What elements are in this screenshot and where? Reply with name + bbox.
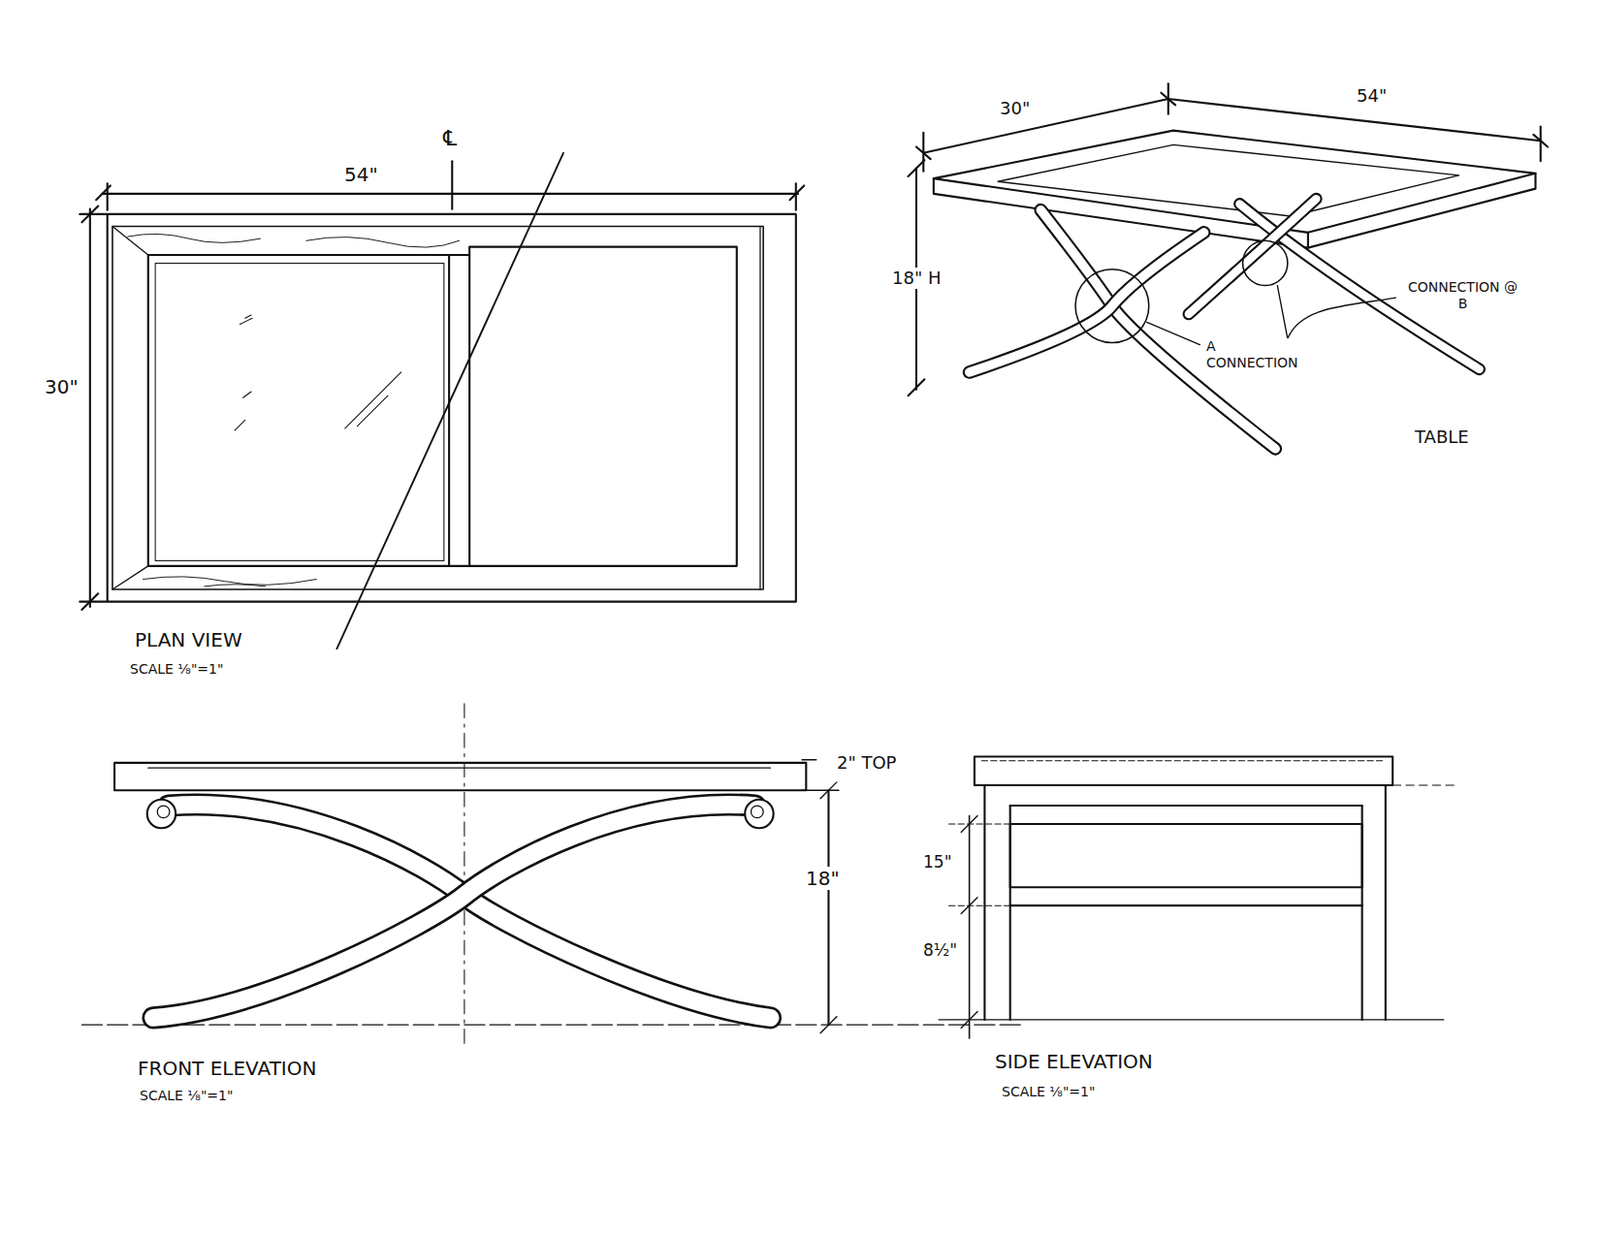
centerline-symbol: ℄ xyxy=(441,126,459,152)
callout-label: CONNECTION @ B xyxy=(1400,279,1526,313)
scale-note: SCALE ⅛"=1" xyxy=(128,661,225,678)
scale-note: SCALE ⅛"=1" xyxy=(999,1084,1097,1101)
callout-label: A CONNECTION xyxy=(1204,338,1301,372)
dimension-label: 30" xyxy=(997,97,1032,120)
scale-note: SCALE ⅛"=1" xyxy=(137,1088,235,1105)
plan-view xyxy=(79,153,804,649)
dimension-label: 54" xyxy=(342,162,381,187)
table-perspective xyxy=(908,83,1549,449)
dimension-label: 18" H xyxy=(890,267,943,289)
view-title: PLAN VIEW xyxy=(132,628,245,652)
view-title: SIDE ELEVATION xyxy=(992,1050,1155,1074)
dimension-label: 2" TOP xyxy=(834,752,898,774)
dimension-label: 15" xyxy=(921,852,954,872)
view-title: TABLE xyxy=(1412,426,1472,448)
side-elevation xyxy=(938,757,1454,1039)
front-elevation xyxy=(81,704,1021,1046)
dimension-label: 54" xyxy=(1354,85,1389,107)
dimension-label: 18" xyxy=(803,866,842,891)
view-title: FRONT ELEVATION xyxy=(135,1056,319,1081)
dimension-label: 30" xyxy=(42,375,81,399)
dimension-label: 8½" xyxy=(921,940,960,960)
